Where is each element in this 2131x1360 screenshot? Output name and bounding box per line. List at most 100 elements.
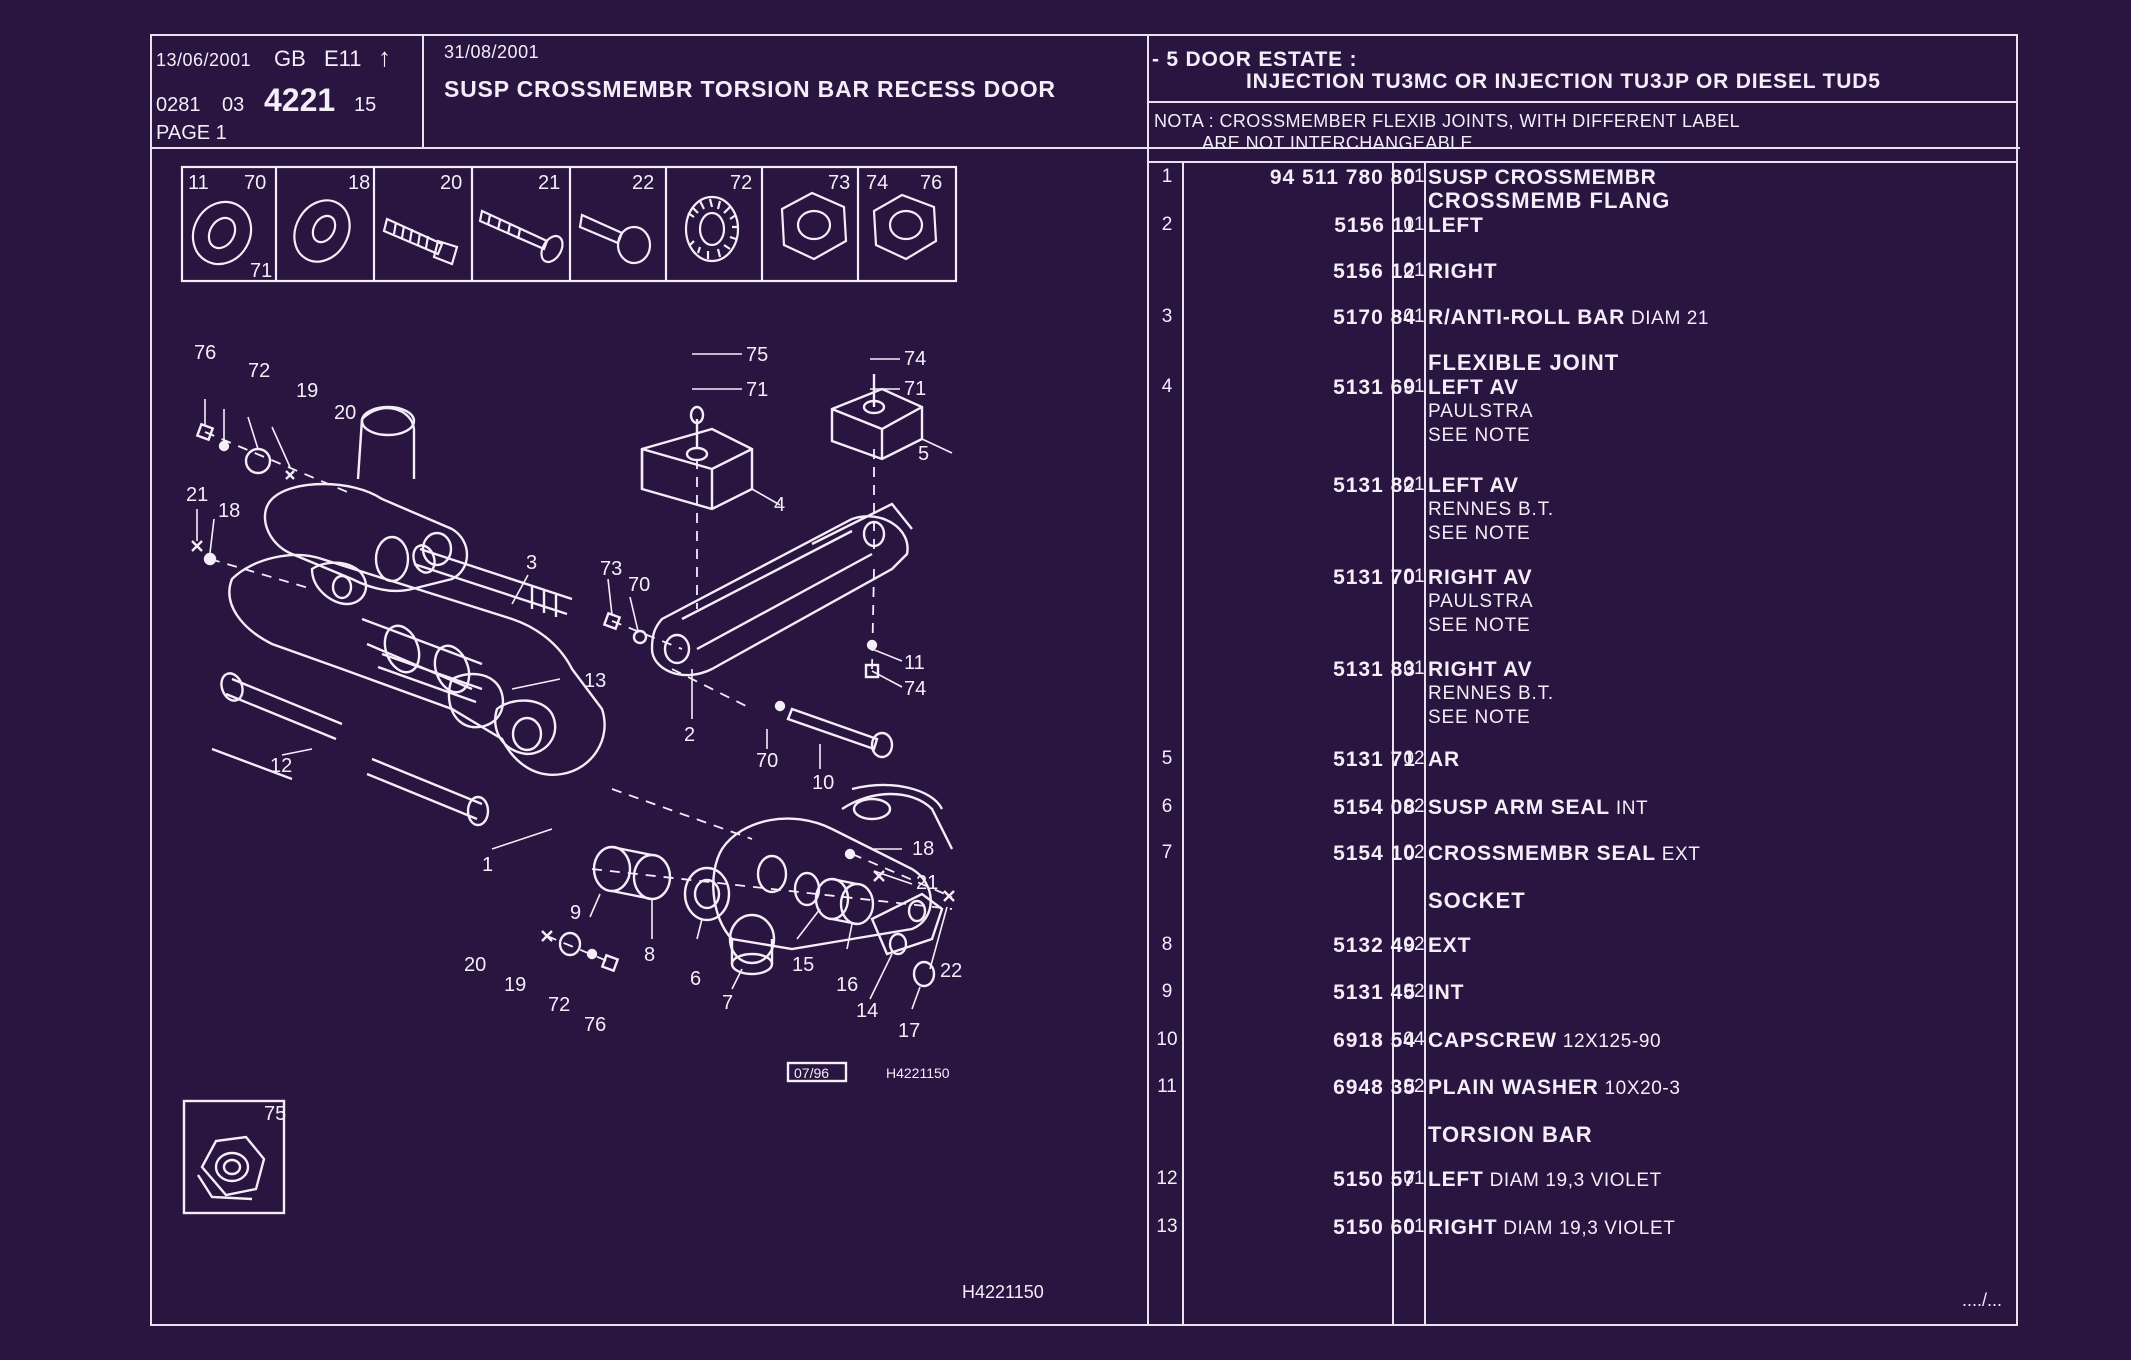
thumb-label-18: 18 xyxy=(348,172,370,194)
part-description: CAPSCREW 12X125-90 xyxy=(1428,1029,1661,1053)
applic-line-2: INJECTION TU3MC OR INJECTION TU3JP OR DI… xyxy=(1246,70,1881,93)
callout-22: 22 xyxy=(940,960,962,982)
part-reference: 6948 35 xyxy=(1333,1076,1416,1099)
part-description-main: R/ANTI-ROLL BAR xyxy=(1428,306,1626,329)
part-description-detail: DIAM 19,3 VIOLET xyxy=(1497,1218,1676,1239)
table-col-qty xyxy=(1424,161,1426,1326)
header-code-main: 4221 xyxy=(264,82,336,118)
callout-13: 13 xyxy=(584,670,606,692)
item-position: 11 xyxy=(1157,1076,1177,1097)
part-reference: 5131 71 xyxy=(1333,748,1416,771)
part-description-detail: DIAM 21 xyxy=(1625,308,1710,329)
item-position: 4 xyxy=(1161,376,1173,397)
part-note: SEE NOTE xyxy=(1428,425,1531,446)
part-description: LEFT AV xyxy=(1428,376,1519,400)
part-quantity: 01 xyxy=(1403,474,1425,495)
part-reference: 94 511 780 80 xyxy=(1269,166,1416,189)
part-note: SEE NOTE xyxy=(1428,615,1531,636)
part-description: EXT xyxy=(1428,934,1471,958)
part-description-main: LEFT xyxy=(1428,1168,1484,1191)
part-description: LEFT xyxy=(1428,214,1484,238)
part-description-detail: DIAM 19,3 VIOLET xyxy=(1483,1170,1662,1191)
thumb-label-72: 72 xyxy=(730,172,752,194)
inset-label: 75 xyxy=(264,1103,286,1125)
callout-1: 1 xyxy=(482,854,493,876)
callout-15: 15 xyxy=(792,954,814,976)
part-quantity: 01 xyxy=(1403,306,1425,327)
part-reference: 5156 11 xyxy=(1334,214,1416,237)
part-description-main: RIGHT AV xyxy=(1428,566,1533,589)
header-code-c: 15 xyxy=(354,94,377,116)
part-description-detail: 10X20-3 xyxy=(1598,1078,1681,1099)
part-description-main: AR xyxy=(1428,748,1460,771)
part-reference: 5132 49 xyxy=(1333,934,1416,957)
thumb-label-74: 74 xyxy=(866,172,888,194)
item-position: 6 xyxy=(1161,796,1173,817)
thumb-label-71: 71 xyxy=(250,260,272,282)
table-col-pos xyxy=(1182,161,1184,1326)
callout-18b: 18 xyxy=(912,838,934,860)
part-reference: 5131 45 xyxy=(1333,981,1416,1004)
part-note: PAULSTRA xyxy=(1428,591,1534,612)
item-position: 12 xyxy=(1156,1168,1178,1189)
part-reference: 5156 12 xyxy=(1333,260,1416,283)
callout-18: 18 xyxy=(218,500,240,522)
part-quantity: 01 xyxy=(1403,566,1425,587)
part-quantity: 02 xyxy=(1403,796,1425,817)
part-description-main: CROSSMEMBR SEAL xyxy=(1428,842,1656,865)
part-description: AR xyxy=(1428,748,1460,772)
part-description-main: SUSP ARM SEAL xyxy=(1428,796,1610,819)
part-reference: 5131 82 xyxy=(1333,474,1416,497)
callout-2: 2 xyxy=(684,724,695,746)
part-quantity: 01 xyxy=(1403,376,1425,397)
group-label: CROSSMEMB FLANG xyxy=(1428,188,1671,213)
part-note: PAULSTRA xyxy=(1428,401,1534,422)
part-reference: 5154 10 xyxy=(1333,842,1416,865)
callout-73: 73 xyxy=(600,558,622,580)
callout-9: 9 xyxy=(570,902,581,924)
part-quantity: 04 xyxy=(1403,1029,1425,1050)
part-note: SEE NOTE xyxy=(1428,707,1531,728)
header-date-2: 31/08/2001 xyxy=(444,42,540,62)
part-description: CROSSMEMBR SEAL EXT xyxy=(1428,842,1701,866)
part-description: PLAIN WASHER 10X20-3 xyxy=(1428,1076,1681,1100)
part-quantity: 01 xyxy=(1403,1168,1425,1189)
callout-12: 12 xyxy=(270,755,292,777)
callout-4: 4 xyxy=(774,494,785,516)
part-note: SEE NOTE xyxy=(1428,523,1531,544)
part-description-main: EXT xyxy=(1428,934,1472,957)
callout-70b: 70 xyxy=(756,750,778,772)
part-description-main: LEFT xyxy=(1428,214,1484,237)
part-description-main: RIGHT xyxy=(1428,260,1498,283)
header-edition: E11 xyxy=(324,46,362,71)
group-label: SOCKET xyxy=(1428,888,1526,913)
part-description: RIGHT DIAM 19,3 VIOLET xyxy=(1428,1216,1675,1240)
callout-72b: 72 xyxy=(548,994,570,1016)
header-code-b: 03 xyxy=(222,94,245,116)
part-description-main: SUSP CROSSMEMBR xyxy=(1428,166,1657,189)
part-description: RIGHT AV xyxy=(1428,658,1532,682)
header-page: PAGE 1 xyxy=(156,122,227,144)
part-description: SUSP ARM SEAL INT xyxy=(1428,796,1648,820)
part-description: LEFT AV xyxy=(1428,474,1519,498)
callout-74b: 74 xyxy=(904,678,926,700)
thumb-label-76: 76 xyxy=(920,172,942,194)
part-quantity: 01 xyxy=(1403,214,1425,235)
item-position: 7 xyxy=(1161,842,1173,863)
callout-6: 6 xyxy=(690,968,701,990)
part-description-main: PLAIN WASHER xyxy=(1428,1076,1599,1099)
part-description-main: LEFT AV xyxy=(1428,376,1519,399)
callout-19: 19 xyxy=(296,380,318,402)
part-reference: 5150 60 xyxy=(1333,1216,1416,1239)
part-quantity: 02 xyxy=(1403,934,1425,955)
thumb-label-73: 73 xyxy=(828,172,850,194)
group-label: FLEXIBLE JOINT xyxy=(1428,350,1620,375)
part-description-main: INT xyxy=(1428,981,1465,1004)
applic-line-1: - 5 DOOR ESTATE : xyxy=(1152,48,1358,71)
part-quantity: 02 xyxy=(1403,842,1425,863)
page-title: SUSP CROSSMEMBR TORSION BAR RECESS DOOR xyxy=(444,76,1056,102)
part-note: RENNES B.T. xyxy=(1428,499,1554,520)
part-description-detail: 12X125-90 xyxy=(1556,1031,1662,1052)
nota-divider xyxy=(1147,161,2018,163)
callout-21b: 21 xyxy=(916,872,938,894)
